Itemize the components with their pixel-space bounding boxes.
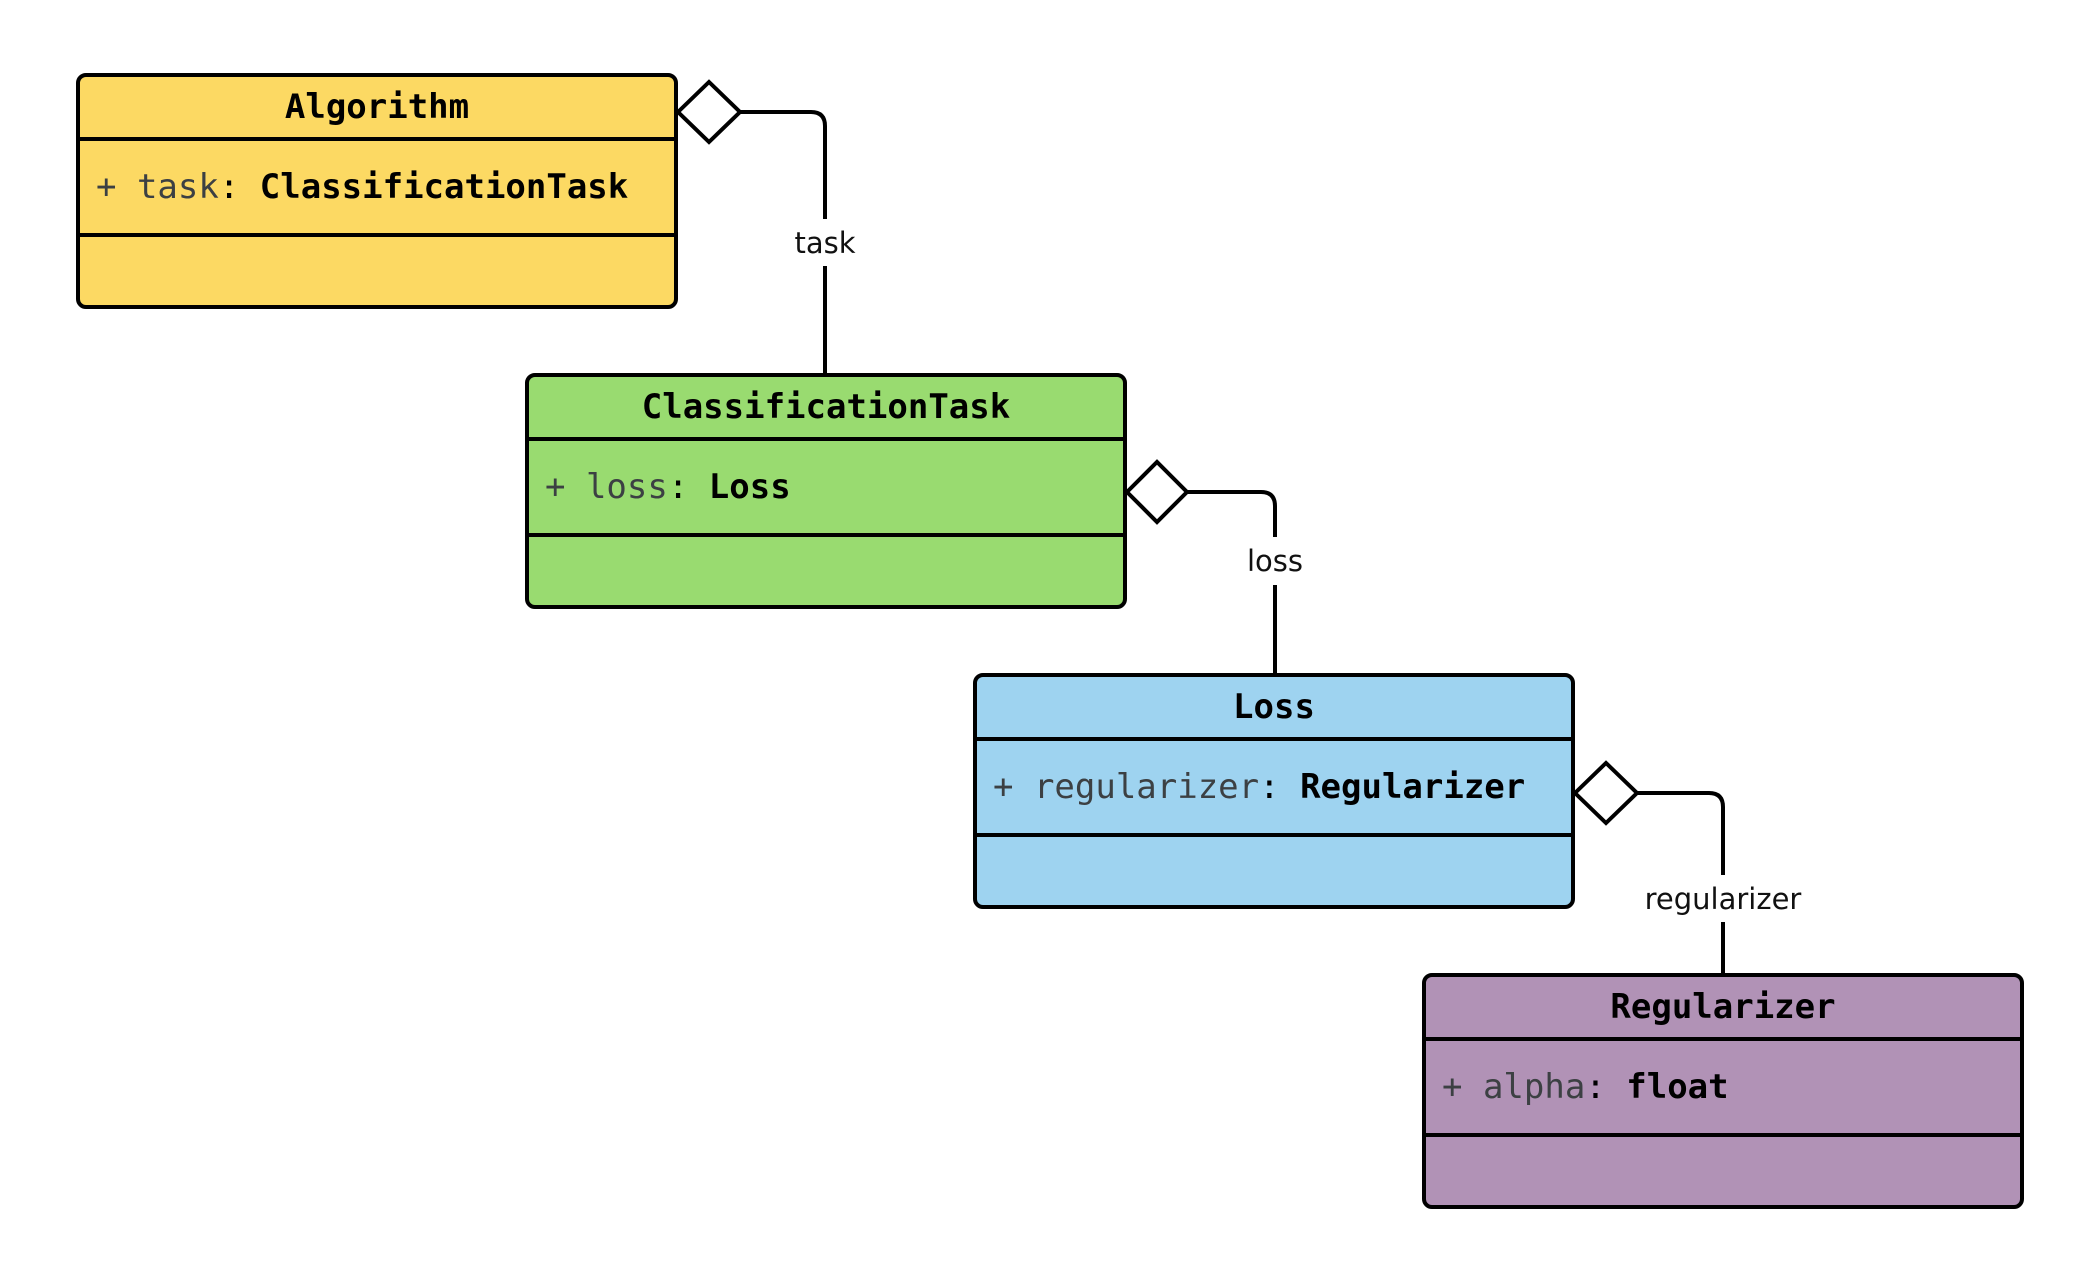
attribute-type: Loss (708, 467, 791, 507)
attribute-type: float (1626, 1067, 1729, 1107)
class-attributes: + regularizer: Regularizer (977, 737, 1571, 837)
class-attributes: + loss: Loss (529, 437, 1123, 537)
class-box-algorithm[interactable]: Algorithm + task: ClassificationTask (76, 73, 678, 309)
attribute-name: + task (96, 167, 219, 207)
attribute-colon: : (667, 467, 709, 507)
edge-label: loss (1247, 544, 1303, 578)
attribute-type: Regularizer (1300, 767, 1526, 807)
class-title: Loss (1233, 687, 1315, 727)
edge-label-background (1630, 875, 1816, 922)
edge-line (740, 110, 827, 373)
aggregation-diamond-icon (1124, 459, 1190, 525)
class-methods-empty (1426, 1137, 2020, 1205)
class-box-classificationtask[interactable]: ClassificationTask + loss: Loss (525, 373, 1127, 609)
class-title: Algorithm (284, 87, 470, 127)
attribute-colon: : (1585, 1067, 1627, 1107)
attribute-type: ClassificationTask (259, 167, 629, 207)
class-box-loss[interactable]: Loss + regularizer: Regularizer (973, 673, 1575, 909)
attribute-name: + loss (545, 467, 668, 507)
attribute-colon: : (1259, 767, 1301, 807)
aggregation-edge-task[interactable]: task (675, 79, 871, 373)
class-methods-empty (529, 537, 1123, 605)
class-attributes: + task: ClassificationTask (80, 137, 674, 237)
attribute-name: + regularizer (993, 767, 1260, 807)
class-title: Regularizer (1610, 987, 1836, 1027)
edge-label: task (794, 226, 855, 260)
aggregation-edge-regularizer[interactable]: regularizer (1572, 760, 1816, 973)
edge-label-background (1229, 537, 1321, 585)
edge-line (1637, 791, 1725, 973)
attribute-name: + alpha (1442, 1067, 1586, 1107)
aggregation-edge-loss[interactable]: loss (1124, 459, 1321, 673)
class-methods-empty (80, 237, 674, 305)
class-box-regularizer[interactable]: Regularizer + alpha: float (1422, 973, 2024, 1209)
aggregation-diamond-icon (675, 79, 743, 145)
edge-line (1187, 490, 1277, 673)
edge-label-background (779, 219, 871, 266)
aggregation-diamond-icon (1572, 760, 1640, 826)
attribute-colon: : (218, 167, 260, 207)
class-title: ClassificationTask (641, 387, 1011, 427)
class-attributes: + alpha: float (1426, 1037, 2020, 1137)
edge-label: regularizer (1645, 882, 1802, 916)
class-methods-empty (977, 837, 1571, 905)
